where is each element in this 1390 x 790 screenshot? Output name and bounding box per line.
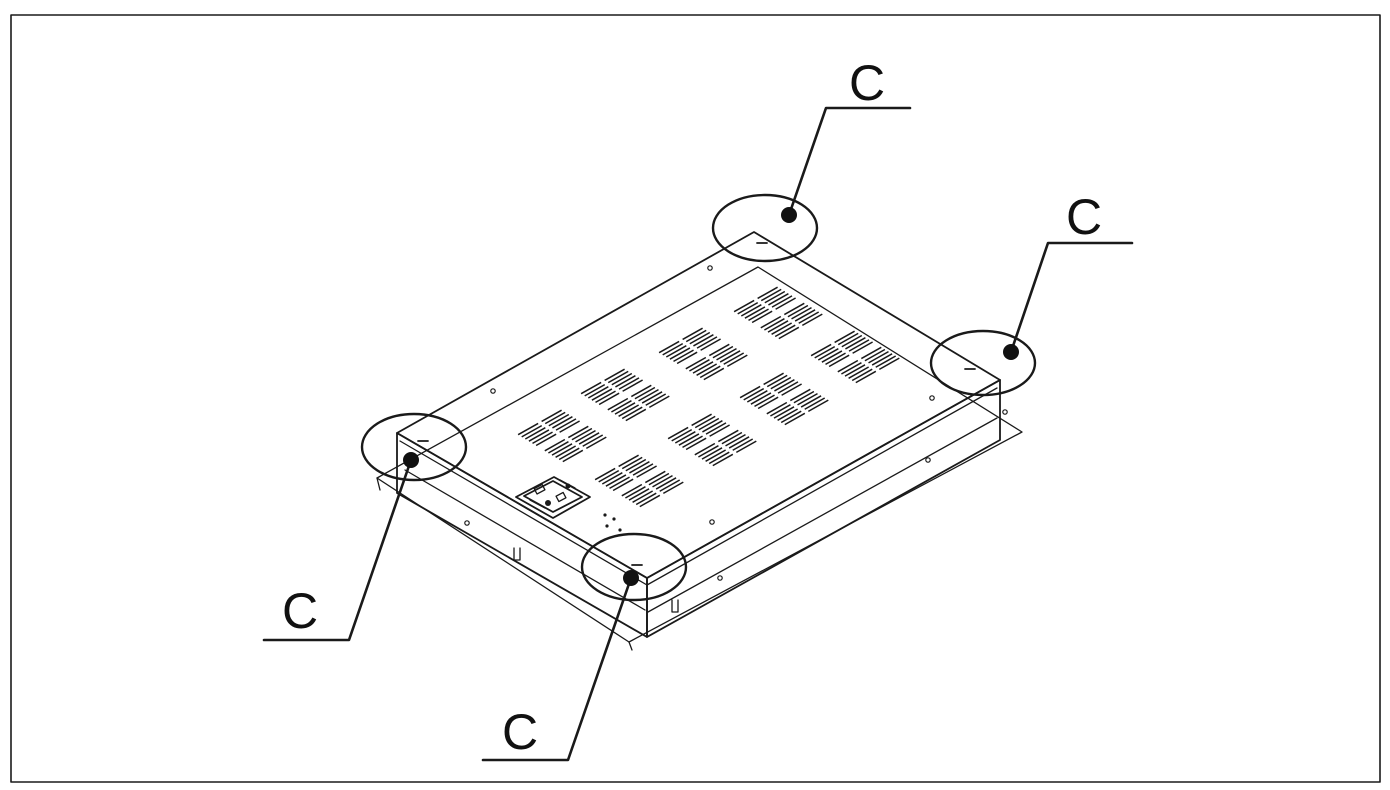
vent-grille [594,454,684,508]
screw-hole [464,520,470,526]
leader-line-left [262,458,413,642]
housing-front-right-face [646,379,1001,638]
callout-ring-left [360,412,468,482]
glass-plate [376,266,1023,651]
leader-line-bottom [481,576,633,762]
leader-dot-top [781,207,797,223]
vent-grille [739,372,829,426]
figure-frame [10,14,1381,783]
callout-ring-top [711,193,819,263]
screw-hole [717,575,723,581]
callout-labels: C C C C [282,55,1102,760]
screw-hole [1002,409,1008,415]
vent-grille [580,368,670,422]
housing-front-left-face [396,432,648,638]
housing-top-face [396,231,1001,579]
callout-label-left: C [282,583,318,639]
callout-ring-right [929,329,1037,397]
leader-dot-right [1003,344,1019,360]
appliance-housing [396,231,1001,638]
callout-ring-bottom [580,532,688,602]
callout-label-bottom: C [502,704,538,760]
callout-label-right: C [1066,189,1102,245]
screw-hole [709,519,715,525]
vent-grille [810,330,900,384]
control-board [515,476,622,532]
leader-dot-left [403,452,419,468]
screw-holes [464,265,1008,581]
callout-label-top: C [849,55,885,111]
screw-hole [925,457,931,463]
leader-dot-bottom [623,570,639,586]
corner-marks [417,242,976,566]
leader-line-right [1009,241,1134,354]
screw-hole [490,388,496,394]
screw-hole [707,265,713,271]
vent-grille [667,413,757,467]
screw-hole [929,395,935,401]
vent-grille [517,409,607,463]
vent-grille [733,286,823,340]
vent-grille [658,327,748,381]
callout-circles [360,193,1037,602]
leader-line-top [787,106,912,217]
vent-grilles [517,286,900,508]
leader-lines [262,106,1134,762]
